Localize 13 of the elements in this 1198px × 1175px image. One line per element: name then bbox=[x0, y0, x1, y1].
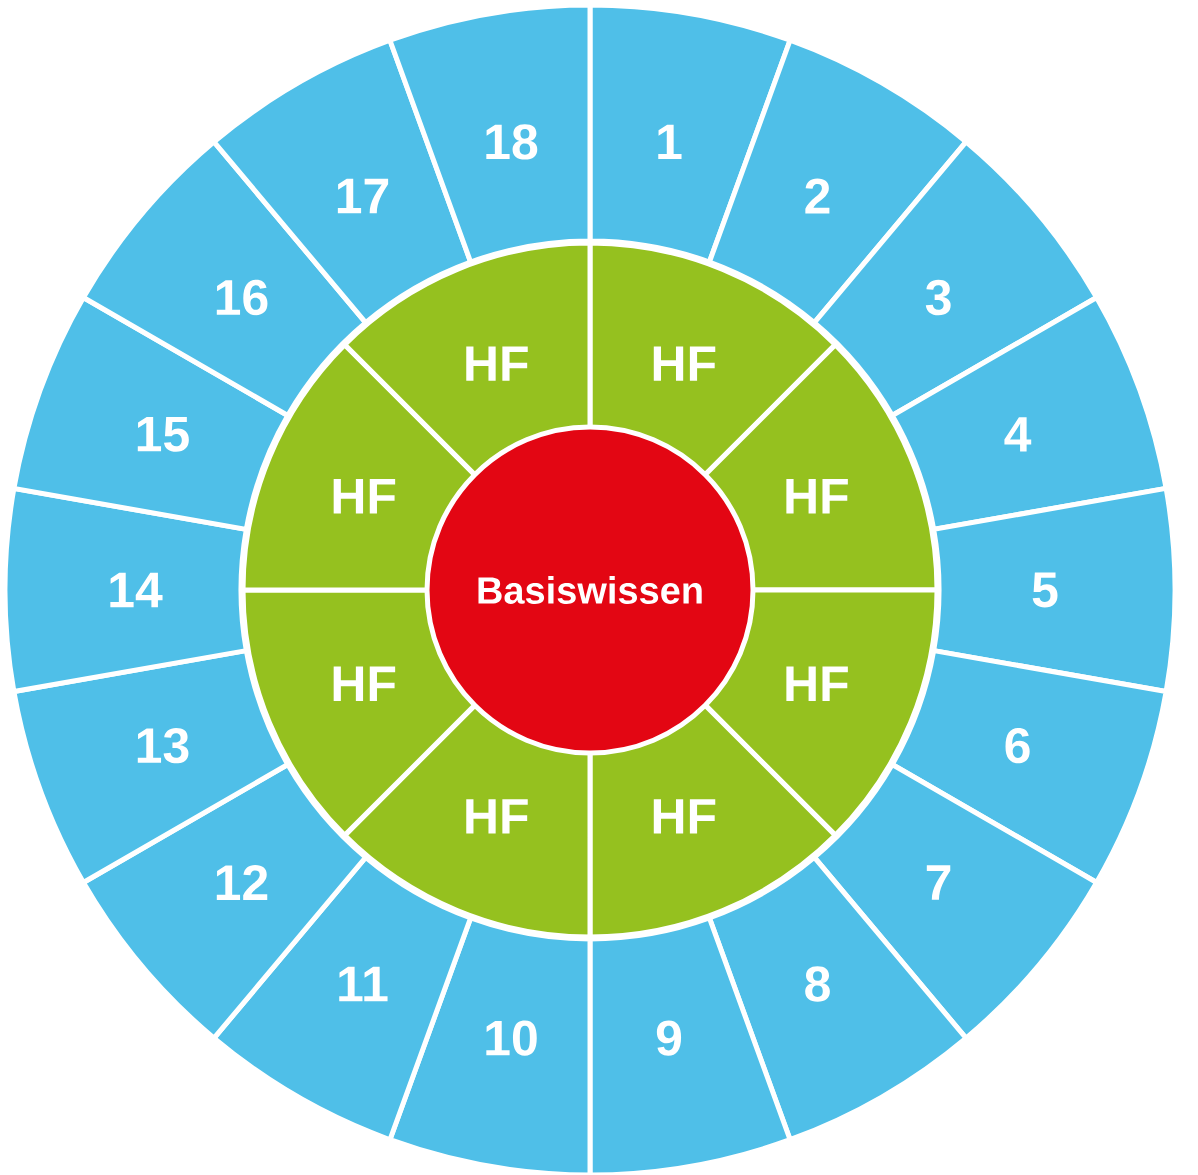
ring-segment: 9 bbox=[587, 915, 793, 1175]
node-label: 8 bbox=[805, 966, 830, 1002]
node-label: 4 bbox=[1004, 417, 1032, 452]
node-label: 6 bbox=[1005, 727, 1030, 764]
ring-segment: 14 bbox=[2, 485, 249, 695]
node-label: 10 bbox=[486, 1020, 537, 1056]
node-label: 9 bbox=[656, 1020, 682, 1056]
ring-segment: 10 bbox=[387, 915, 593, 1175]
node-label: 11 bbox=[339, 966, 388, 1002]
ring-segment: 5 bbox=[931, 485, 1178, 695]
node-label: 5 bbox=[1032, 572, 1058, 608]
ring-segment: 18 bbox=[387, 2, 593, 265]
ring-segment: 1 bbox=[587, 2, 793, 265]
